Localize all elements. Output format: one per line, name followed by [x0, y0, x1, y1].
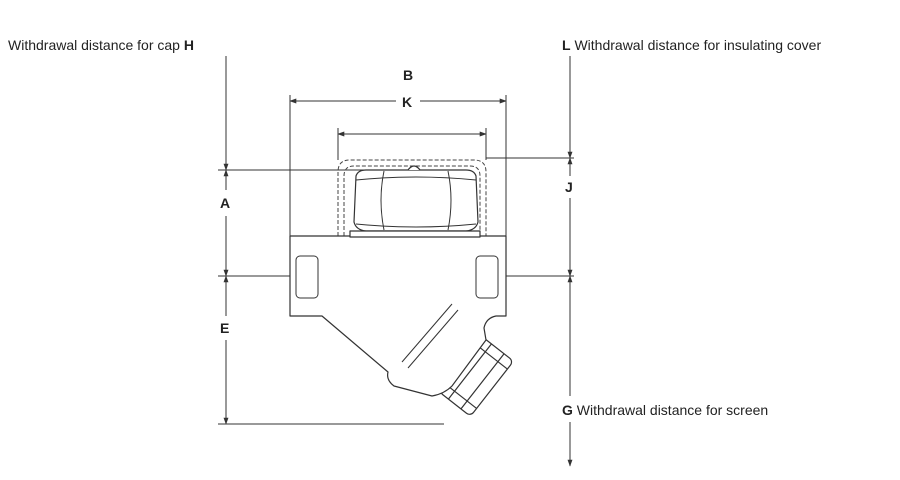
l-label-text: Withdrawal distance for insulating cover: [574, 37, 822, 53]
dim-label-k: K: [402, 94, 413, 110]
cap-nut: [353, 169, 479, 232]
dim-label-b: B: [403, 67, 414, 83]
h-letter: H: [183, 37, 194, 53]
cap-facet-left: [380, 170, 385, 231]
cap-facet-right: [447, 170, 452, 231]
cap-chamfer-top: [355, 176, 477, 181]
strainer-body: [289, 235, 507, 397]
dim-label-j: J: [565, 179, 573, 195]
leg-detail-line-1: [401, 303, 453, 363]
screen-cap: [440, 337, 513, 415]
dim-label-e: E: [220, 320, 230, 336]
l-letter: L: [562, 37, 571, 53]
g-label: G Withdrawal distance for screen: [562, 402, 768, 418]
l-label: L Withdrawal distance for insulating cov…: [562, 37, 821, 53]
g-label-text: Withdrawal distance for screen: [576, 402, 769, 418]
insulating-cover-outer: [337, 159, 487, 236]
cap-chamfer-bottom: [355, 223, 477, 228]
g-letter: G: [562, 402, 573, 418]
leg-detail-line-2: [407, 309, 459, 369]
cap-base: [349, 230, 481, 238]
h-label: Withdrawal distance for cap H: [8, 37, 194, 53]
cap-dome: [407, 165, 421, 171]
dim-label-a: A: [220, 195, 231, 211]
right-port-window: [475, 255, 499, 299]
left-port-window: [295, 255, 319, 299]
h-label-text: Withdrawal distance for cap: [8, 37, 180, 53]
